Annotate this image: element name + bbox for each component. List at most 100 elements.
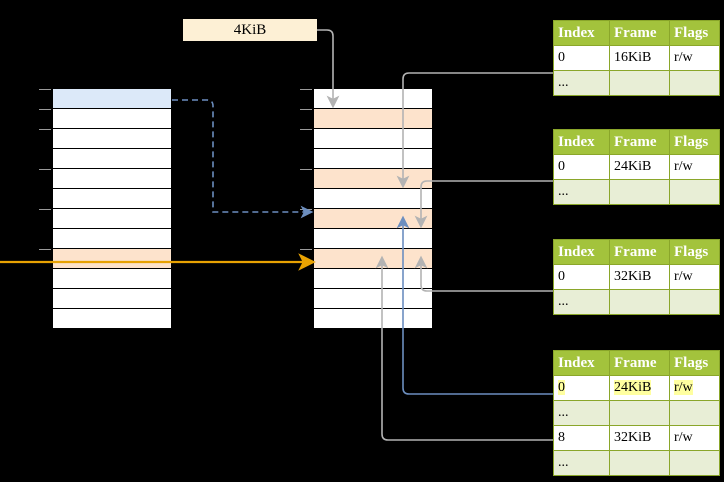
arrow-virtual-blue-mapping bbox=[172, 99, 314, 219]
table-cell: r/w bbox=[669, 45, 720, 71]
column-header-flags: Flags bbox=[669, 350, 720, 376]
memory-row bbox=[314, 189, 432, 209]
column-header-index: Index bbox=[553, 239, 610, 265]
memory-row bbox=[314, 309, 432, 329]
arrow-pt2-to-frame bbox=[414, 180, 553, 229]
row-tick-mark bbox=[300, 249, 312, 250]
memory-row bbox=[314, 89, 432, 109]
row-tick-mark bbox=[300, 129, 312, 130]
table-cell bbox=[609, 289, 670, 315]
table-row: ... bbox=[553, 70, 720, 96]
table-cell: 0 bbox=[553, 45, 610, 71]
memory-row bbox=[53, 309, 171, 329]
row-tick-mark bbox=[39, 129, 51, 130]
row-tick-mark bbox=[300, 169, 312, 170]
memory-row bbox=[314, 109, 432, 129]
memory-row bbox=[314, 169, 432, 189]
row-tick-mark bbox=[300, 109, 312, 110]
table-cell: 32KiB bbox=[609, 264, 670, 290]
column-header-index: Index bbox=[553, 350, 610, 376]
memory-row bbox=[314, 229, 432, 249]
table-cell: r/w bbox=[669, 264, 720, 290]
column-header-frame: Frame bbox=[609, 239, 670, 265]
memory-row bbox=[314, 149, 432, 169]
row-tick-mark bbox=[300, 209, 312, 210]
table-row: ... bbox=[553, 400, 720, 426]
table-cell bbox=[669, 70, 720, 96]
column-header-frame: Frame bbox=[609, 350, 670, 376]
table-row: 0 24KiB r/w bbox=[553, 375, 720, 401]
table-cell bbox=[669, 179, 720, 205]
column-header-frame: Frame bbox=[609, 129, 670, 155]
column-header-index: Index bbox=[553, 20, 610, 46]
table-cell: 32KiB bbox=[609, 425, 670, 451]
row-tick-mark bbox=[39, 89, 51, 90]
memory-row bbox=[314, 289, 432, 309]
table-cell bbox=[669, 400, 720, 426]
memory-row bbox=[314, 269, 432, 289]
memory-row bbox=[314, 129, 432, 149]
table-cell: 8 bbox=[553, 425, 610, 451]
arrow-pt3-to-frame bbox=[414, 255, 553, 292]
memory-row bbox=[53, 209, 171, 229]
highlighted-value: 24KiB bbox=[614, 380, 652, 395]
table-cell: ... bbox=[553, 400, 610, 426]
table-cell bbox=[609, 400, 670, 426]
table-cell: ... bbox=[553, 289, 610, 315]
memory-row bbox=[53, 149, 171, 169]
memory-row bbox=[53, 89, 171, 109]
memory-row bbox=[53, 109, 171, 129]
memory-row bbox=[314, 249, 432, 269]
memory-row bbox=[53, 289, 171, 309]
table-cell bbox=[669, 289, 720, 315]
row-tick-mark bbox=[39, 249, 51, 250]
column-header-flags: Flags bbox=[669, 239, 720, 265]
virtual-address-space-column bbox=[39, 88, 172, 330]
table-cell bbox=[609, 70, 670, 96]
column-header-flags: Flags bbox=[669, 20, 720, 46]
table-cell: 0 bbox=[553, 375, 610, 401]
physical-address-space-column bbox=[300, 88, 433, 330]
table-cell: 0 bbox=[553, 264, 610, 290]
table-row: ... bbox=[553, 179, 720, 205]
memory-row bbox=[53, 169, 171, 189]
row-tick-mark bbox=[39, 169, 51, 170]
memory-row bbox=[53, 189, 171, 209]
row-tick-mark bbox=[300, 89, 312, 90]
table-cell bbox=[609, 179, 670, 205]
column-header-index: Index bbox=[553, 129, 610, 155]
table-cell: r/w bbox=[669, 425, 720, 451]
memory-row bbox=[53, 269, 171, 289]
memory-row bbox=[314, 209, 432, 229]
row-tick-mark bbox=[39, 109, 51, 110]
table-row: ... bbox=[553, 289, 720, 315]
table-cell: r/w bbox=[669, 375, 720, 401]
highlighted-value: 0 bbox=[558, 380, 565, 395]
memory-row bbox=[53, 249, 171, 269]
table-cell: ... bbox=[553, 450, 610, 476]
table-cell: 24KiB bbox=[609, 154, 670, 180]
table-row: ... bbox=[553, 450, 720, 476]
column-header-flags: Flags bbox=[669, 129, 720, 155]
highlighted-value: r/w bbox=[674, 380, 693, 395]
table-cell bbox=[609, 450, 670, 476]
table-cell: ... bbox=[553, 70, 610, 96]
memory-row bbox=[53, 129, 171, 149]
table-cell: ... bbox=[553, 179, 610, 205]
table-cell bbox=[669, 450, 720, 476]
row-tick-mark bbox=[39, 209, 51, 210]
table-cell: 24KiB bbox=[609, 375, 670, 401]
table-cell: 16KiB bbox=[609, 45, 670, 71]
size-label-4kib: 4KiB bbox=[183, 19, 317, 41]
memory-row bbox=[53, 229, 171, 249]
